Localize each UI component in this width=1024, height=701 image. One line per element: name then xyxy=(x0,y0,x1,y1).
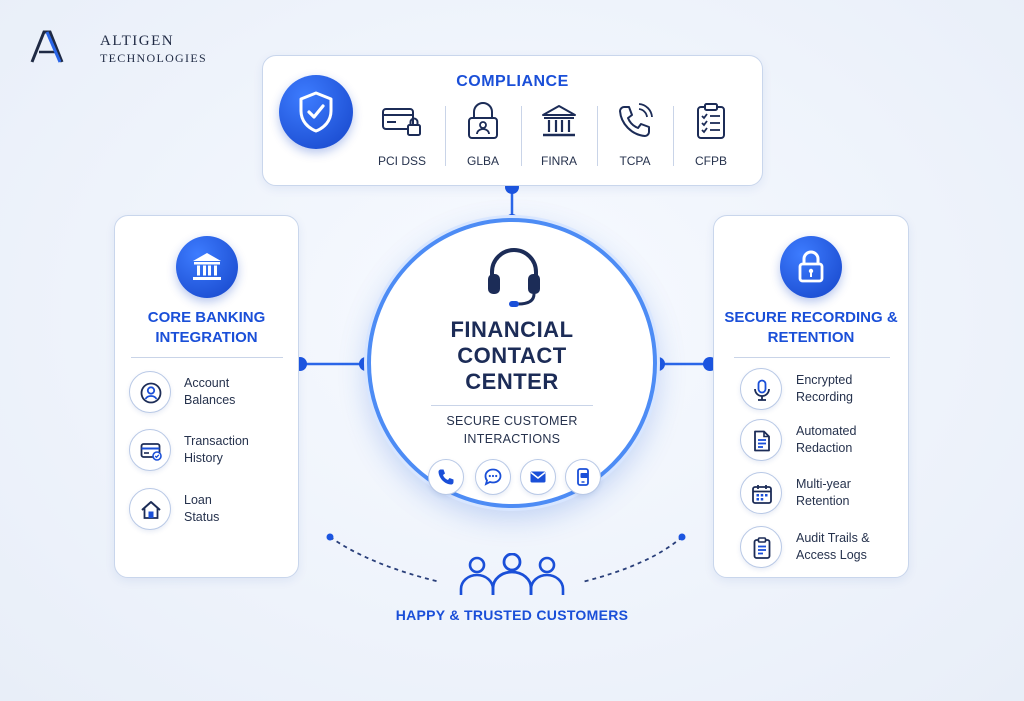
compliance-separator xyxy=(445,106,446,166)
compliance-item-tcpa: TCPA xyxy=(597,101,673,176)
core-banking-card: CORE BANKING INTEGRATION Account Balance… xyxy=(114,215,299,578)
padlock-icon xyxy=(798,250,824,283)
bank-icon xyxy=(193,253,221,280)
secure-recording-title: SECURE RECORDING & RETENTION xyxy=(724,309,898,346)
list-item-transaction-history: Transaction History xyxy=(129,429,294,473)
compliance-label: TCPA xyxy=(619,154,651,168)
shield-check-badge xyxy=(279,75,353,149)
logo-word-altigen: ALTIGEN xyxy=(100,33,175,49)
item-label: Audit Trails & Access Logs xyxy=(796,531,870,562)
compliance-item-glba: GLBA xyxy=(445,101,521,176)
compliance-card: COMPLIANCE PCI DSS GLBA xyxy=(262,55,763,186)
document-icon xyxy=(754,430,770,452)
house-icon xyxy=(141,501,161,519)
center-title: FINANCIAL CONTACT CENTER xyxy=(450,317,574,394)
altigen-logo: ALTIGEN TECHNOLOGIES xyxy=(30,28,206,68)
item-icon-circle xyxy=(740,526,782,568)
list-item-audit-trails: Audit Trails & Access Logs xyxy=(740,526,905,570)
bank-badge xyxy=(176,236,238,298)
compliance-title: COMPLIANCE xyxy=(456,73,569,90)
core-banking-title: CORE BANKING INTEGRATION xyxy=(147,309,266,346)
compliance-item-cfpb: CFPB xyxy=(673,101,749,176)
item-icon-circle xyxy=(740,419,782,461)
item-label: Loan Status xyxy=(184,493,220,524)
compliance-label: CFPB xyxy=(694,154,727,168)
compliance-item-pci-dss: PCI DSS xyxy=(364,101,440,176)
padlock-user-icon xyxy=(468,102,498,139)
item-icon-circle xyxy=(740,472,782,514)
user-account-icon xyxy=(140,382,162,404)
compliance-separator xyxy=(673,106,674,166)
secure-recording-card: SECURE RECORDING & RETENTION Encrypted R… xyxy=(713,215,909,578)
item-label: Transaction History xyxy=(184,434,249,465)
connector-dot xyxy=(326,533,334,541)
clipboard-list-icon xyxy=(753,537,771,559)
divider xyxy=(734,357,890,358)
list-item-encrypted-recording: Encrypted Recording xyxy=(740,368,905,412)
customers-label: HAPPY & TRUSTED CUSTOMERS xyxy=(395,607,629,623)
divider xyxy=(131,357,283,358)
list-item-automated-redaction: Automated Redaction xyxy=(740,419,905,463)
item-label: Account Balances xyxy=(184,376,236,407)
chat-icon xyxy=(484,468,502,486)
compliance-label: FINRA xyxy=(541,154,577,168)
channel-mobile xyxy=(565,459,601,495)
item-icon-circle xyxy=(129,429,171,471)
item-label: Multi-year Retention xyxy=(796,477,851,508)
dashed-arc-right xyxy=(581,536,683,583)
email-icon xyxy=(530,471,546,483)
channel-chat xyxy=(475,459,511,495)
financial-contact-center-hub: FINANCIAL CONTACT CENTER SECURE CUSTOMER… xyxy=(367,218,657,508)
item-icon-circle xyxy=(740,368,782,410)
compliance-separator xyxy=(521,106,522,166)
padlock-badge xyxy=(780,236,842,298)
headset-icon xyxy=(488,248,540,307)
list-item-multi-year-retention: Multi-year Retention xyxy=(740,472,905,516)
shield-check-icon xyxy=(299,91,333,133)
item-label: Encrypted Recording xyxy=(796,373,853,404)
center-subtitle: SECURE CUSTOMER INTERACTIONS xyxy=(446,414,578,446)
people-group-icon xyxy=(459,553,565,595)
channel-email xyxy=(520,459,556,495)
channel-phone xyxy=(428,459,464,495)
compliance-label: PCI DSS xyxy=(377,154,426,168)
connector-dot xyxy=(678,533,686,541)
divider xyxy=(431,405,593,406)
compliance-item-finra: FINRA xyxy=(521,101,597,176)
clipboard-checklist-icon xyxy=(697,103,725,139)
logo-mark-icon xyxy=(30,30,64,63)
dashed-arc-left xyxy=(329,536,441,583)
compliance-label: GLBA xyxy=(466,154,499,168)
mobile-icon xyxy=(577,468,589,486)
card-transaction-icon xyxy=(140,443,162,461)
phone-call-icon xyxy=(619,103,653,137)
item-label: Automated Redaction xyxy=(796,424,857,455)
credit-card-lock-icon xyxy=(382,108,421,136)
phone-icon xyxy=(438,469,454,485)
logo-word-technologies: TECHNOLOGIES xyxy=(100,51,207,65)
microphone-icon xyxy=(754,379,770,401)
compliance-separator xyxy=(597,106,598,166)
calendar-icon xyxy=(752,485,772,504)
list-item-account-balances: Account Balances xyxy=(129,371,294,415)
list-item-loan-status: Loan Status xyxy=(129,488,294,532)
item-icon-circle xyxy=(129,371,171,413)
item-icon-circle xyxy=(129,488,171,530)
bank-icon xyxy=(542,105,576,137)
